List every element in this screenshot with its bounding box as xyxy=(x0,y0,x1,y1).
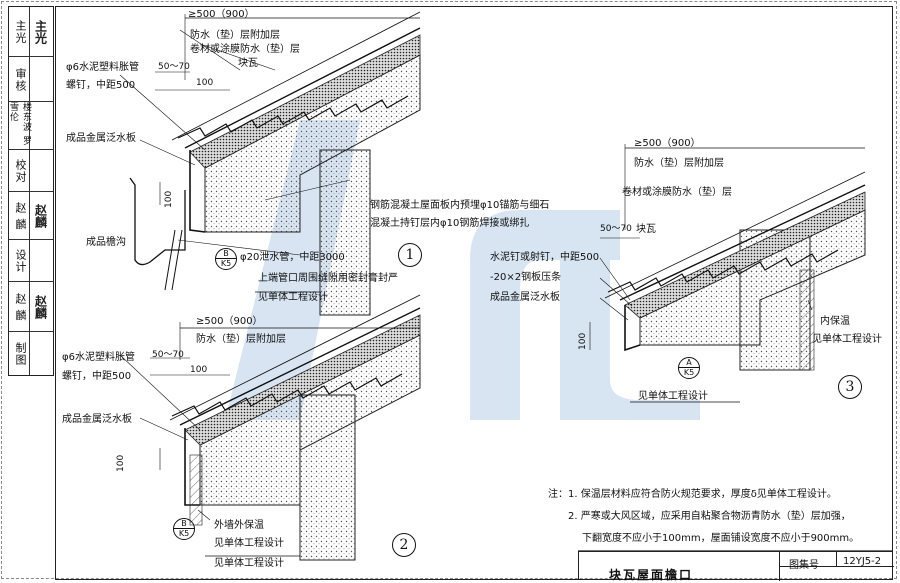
title-block: 块瓦屋面檐口 图集号 12YJ5-2 xyxy=(578,551,894,582)
sidebar-row: 主光 主光 xyxy=(9,7,53,57)
d3-strip: -20×2钢板压条 xyxy=(490,272,562,283)
ref-bottom: K5 xyxy=(220,259,232,268)
sidebar-label: 校对 xyxy=(14,159,27,183)
d2-number: 2 xyxy=(392,533,416,557)
sidebar-row: 校对 xyxy=(9,150,53,192)
detail-1 xyxy=(119,11,421,316)
d3-nail: 水泥钉或射钉，中距500 xyxy=(490,252,600,263)
notes: 注：1. 保温层材料应符合防火规范要求，厚度δ见单体工程设计。 2. 严寒或大风… xyxy=(548,484,859,550)
drawing-title: 块瓦屋面檐口 xyxy=(609,568,694,582)
d1-rebar2: 混凝土持钉层内φ10钢筋焊接或绑扎 xyxy=(370,218,530,229)
note-2b-text: 下翻宽度不应小于100mm，屋面铺设宽度不应小于900mm。 xyxy=(582,533,860,544)
d1-see: 见单体工程设计 xyxy=(258,292,328,303)
d1-dim-v100: 100 xyxy=(164,190,174,208)
sidebar-label: 赵 麟 xyxy=(14,201,27,231)
ref-bottom: K5 xyxy=(683,368,695,377)
d3-tile: 块瓦 xyxy=(636,224,656,235)
d3-layer-top: 防水（垫）层附加层 xyxy=(634,158,724,169)
d1-gutter: 成品檐沟 xyxy=(86,237,126,248)
ref-top: B xyxy=(174,519,194,529)
sidebar-label: 制图 xyxy=(14,341,27,366)
d1-nail2: 螺钉，中距500 xyxy=(66,80,136,91)
d2-dim-top: ≥500（900） xyxy=(196,316,263,327)
d1-ref-marker: B K5 xyxy=(215,248,237,270)
sidebar-label: 设计 xyxy=(14,249,27,273)
d2-dim-50-70: 50～70 xyxy=(152,350,184,360)
d2-nail2: 螺钉，中距500 xyxy=(62,371,132,382)
d1-rebar1: 钢筋混凝土屋面板内预埋φ10锚筋与细石 xyxy=(370,200,550,211)
sidebar-signature: 赵麟 xyxy=(33,204,48,228)
signature-sidebar: 主光 主光 审核 楼东波 罗雪伦 校对 赵 麟 赵麟 设计 赵 麟 赵麟 制图 xyxy=(8,6,54,376)
sidebar-label: 赵 麟 xyxy=(14,292,27,322)
sidebar-signature: 主光 xyxy=(33,20,48,44)
d1-number: 1 xyxy=(398,243,422,267)
drawing-frame xyxy=(55,6,893,580)
sidebar-label: 主光 xyxy=(14,20,27,44)
sidebar-label: 审核 xyxy=(14,67,27,92)
d3-ref-marker: A K5 xyxy=(678,357,700,379)
d2-insul: 外墙外保温 xyxy=(214,520,264,531)
detail-2 xyxy=(119,294,421,561)
d2-dim-100: 100 xyxy=(190,365,208,375)
d1-layer2: 卷材或涂膜防水（垫）层 xyxy=(190,44,300,55)
atlas-code: 12YJ5-2 xyxy=(843,556,882,567)
sidebar-row: 赵 麟 赵麟 xyxy=(9,192,53,240)
d3-see1: 见单体工程设计 xyxy=(812,334,882,345)
d1-tile: 块瓦 xyxy=(238,58,258,69)
sidebar-row: 设计 xyxy=(9,240,53,282)
ref-top: A xyxy=(679,358,699,368)
d3-flashing: 成品金属泛水板 xyxy=(490,292,560,303)
d3-insul: 内保温 xyxy=(820,316,850,327)
d1-seal: 上端管口周围缝隙用密封膏封严 xyxy=(258,273,398,284)
atlas-code-label: 图集号 xyxy=(789,560,819,571)
d3-dim-top: ≥500（900） xyxy=(634,138,701,149)
sidebar-row: 审核 xyxy=(9,57,53,102)
d3-dim-50-70: 50～70 xyxy=(600,224,632,234)
ref-bottom: K5 xyxy=(178,529,190,538)
d1-layer-top: 防水（垫）层附加层 xyxy=(190,30,280,41)
tb-divider xyxy=(836,552,837,566)
sidebar-row: 赵 麟 赵麟 xyxy=(9,282,53,332)
ref-top: B xyxy=(216,249,236,259)
d2-dim-v100: 100 xyxy=(116,454,126,472)
detail-3 xyxy=(589,144,866,403)
tb-divider xyxy=(779,566,894,567)
note-2-text: 2. 严寒或大风区域，应采用自粘聚合物沥青防水（垫）层加强， xyxy=(568,511,851,522)
d2-see2: 见单体工程设计 xyxy=(214,558,284,569)
d1-dim-50-70: 50～70 xyxy=(158,62,190,72)
d3-dim-v100: 100 xyxy=(578,332,588,350)
note-1-text: 1. 保温层材料应符合防火规范要求，厚度δ见单体工程设计。 xyxy=(568,489,837,500)
d3-see2: 见单体工程设计 xyxy=(638,391,708,402)
sidebar-row: 制图 xyxy=(9,332,53,375)
d2-ref-marker: B K5 xyxy=(173,518,195,540)
d2-flashing: 成品金属泛水板 xyxy=(62,414,132,425)
note-1: 注：1. 保温层材料应符合防火规范要求，厚度δ见单体工程设计。 xyxy=(548,484,859,506)
d1-drain: φ20泄水管，中距3000 xyxy=(240,252,345,263)
d1-flashing: 成品金属泛水板 xyxy=(66,133,136,144)
d1-nail: φ6水泥塑料胀管 xyxy=(66,62,139,73)
sidebar-row: 楼东波 罗雪伦 xyxy=(8,102,53,150)
notes-prefix: 注： xyxy=(548,489,568,500)
d3-number: 3 xyxy=(838,375,862,399)
sidebar-label: 楼东波 罗雪伦 xyxy=(8,102,31,146)
sidebar-signature: 赵麟 xyxy=(33,295,48,319)
d2-nail: φ6水泥塑料胀管 xyxy=(62,352,135,363)
d1-dim-100: 100 xyxy=(196,78,214,88)
d2-layer-top: 防水（垫）层附加层 xyxy=(196,334,286,345)
d2-see1: 见单体工程设计 xyxy=(214,538,284,549)
d1-dim-top: ≥500（900） xyxy=(188,9,255,20)
d3-layer2: 卷材或涂膜防水（垫）层 xyxy=(622,187,732,198)
